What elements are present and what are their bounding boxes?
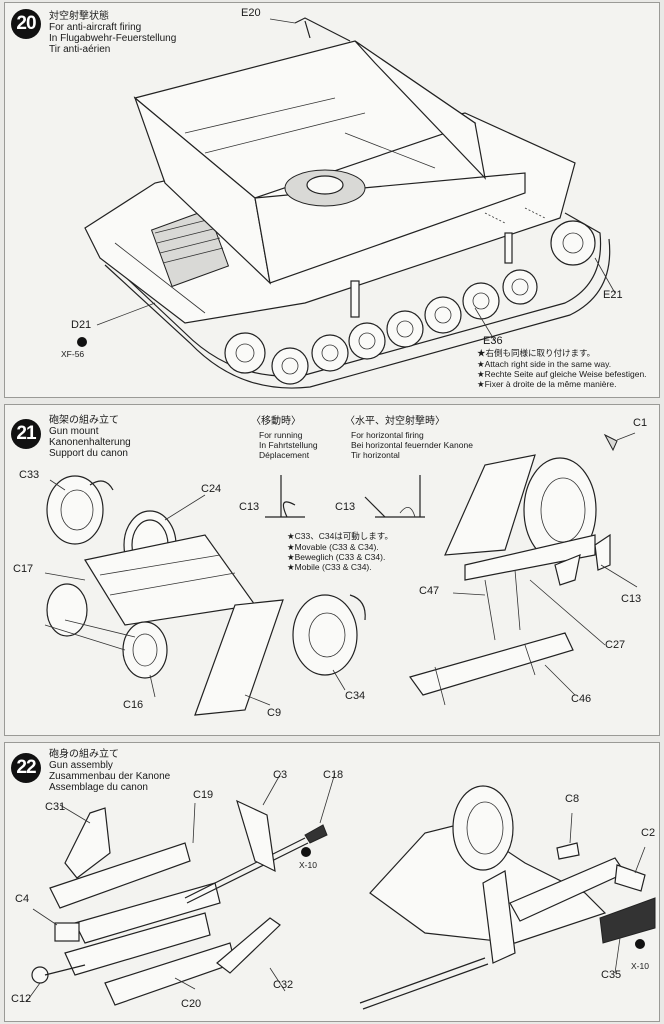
part-label-e36: E36 <box>483 335 503 347</box>
note-fr: ★Fixer à droite de la même manière. <box>477 379 617 389</box>
note-en: ★Attach right side in the same way. <box>477 359 612 369</box>
title-jp: 砲架の組み立て <box>49 415 119 426</box>
part-label-c17: C17 <box>13 563 34 575</box>
running-de: In Fahrtstellung <box>259 440 318 450</box>
part-label-c2: C2 <box>641 827 656 839</box>
paint-code-2: X-10 <box>631 961 649 971</box>
step-22-badge: 22 <box>11 753 41 783</box>
step-20-title: 対空射撃状態 For anti-aircraft firing In Fluga… <box>49 11 176 55</box>
step-20-diagram <box>84 17 616 389</box>
title-fr: Support du canon <box>49 448 128 459</box>
step-21-diagram <box>44 432 638 716</box>
part-label-c32: C32 <box>273 979 294 991</box>
part-label-c24: C24 <box>201 483 222 495</box>
step-20-panel: 20 対空射撃状態 For anti-aircraft firing In Fl… <box>4 2 660 398</box>
part-label-e21: E21 <box>603 289 623 301</box>
movable-de: ★Beweglich (C33 & C34). <box>287 552 386 562</box>
paint-dot-icon <box>635 939 645 949</box>
step-22-title: 砲身の組み立て Gun assembly Zusammenbau der Kan… <box>49 749 170 793</box>
step-21-title: 砲架の組み立て Gun mount Kanonenhalterung Suppo… <box>49 415 131 459</box>
part-label-c8: C8 <box>565 793 580 805</box>
horizontal-title-jp: 〈水平、対空射撃時〉 <box>345 416 445 427</box>
running-title-jp: 〈移動時〉 <box>251 416 301 427</box>
horizontal-en: For horizontal firing <box>351 430 424 440</box>
part-label-c13-running: C13 <box>239 501 260 513</box>
part-label-c47: C47 <box>419 585 440 597</box>
paint-dot-icon <box>301 847 311 857</box>
part-label-c27: C27 <box>605 639 626 651</box>
title-de: Kanonenhalterung <box>49 437 131 448</box>
step-22-panel: 22 砲身の組み立て Gun assembly Zusammenbau der … <box>4 742 660 1022</box>
title-en: Gun mount <box>49 426 99 437</box>
running-en: For running <box>259 430 303 440</box>
title-de: Zusammenbau der Kanone <box>49 771 171 782</box>
paint-dot-icon <box>77 337 87 347</box>
part-label-c13-horizontal: C13 <box>335 501 356 513</box>
part-label-c16: C16 <box>123 699 144 711</box>
part-label-c4: C4 <box>15 893 30 905</box>
movable-fr: ★Mobile (C33 & C34). <box>287 562 372 572</box>
title-jp: 砲身の組み立て <box>49 749 119 760</box>
part-label-c9: C9 <box>267 707 282 719</box>
part-label-c1: C1 <box>633 417 648 429</box>
title-fr: Assemblage du canon <box>49 782 148 793</box>
step-21-badge: 21 <box>11 419 41 449</box>
part-label-c13: C13 <box>621 593 642 605</box>
part-label-c20: C20 <box>181 998 202 1010</box>
title-de: In Flugabwehr-Feuerstellung <box>49 33 177 44</box>
step-22-diagram <box>26 772 656 1010</box>
part-label-c31: C31 <box>45 801 66 813</box>
horizontal-fr: Tir horizontal <box>351 450 400 460</box>
note-jp: ★右側も同様に取り付けます。 <box>477 348 596 358</box>
note-de: ★Rechte Seite auf gleiche Weise befestig… <box>477 369 647 379</box>
part-label-c33: C33 <box>19 469 40 481</box>
running-fr: Déplacement <box>259 450 310 460</box>
part-label-c46: C46 <box>571 693 592 705</box>
paint-code: XF-56 <box>61 349 85 359</box>
step-20-badge: 20 <box>11 9 41 39</box>
paint-code-1: X-10 <box>299 860 317 870</box>
title-jp: 対空射撃状態 <box>49 11 109 22</box>
part-label-e20: E20 <box>241 7 261 19</box>
part-label-c3: C3 <box>273 769 288 781</box>
movable-jp: ★C33、C34は可動します。 <box>287 531 393 541</box>
part-label-c35: C35 <box>601 969 622 981</box>
title-fr: Tir anti-aérien <box>49 44 111 55</box>
title-en: For anti-aircraft firing <box>49 22 142 33</box>
part-label-c19: C19 <box>193 789 214 801</box>
step-21-panel: 21 砲架の組み立て Gun mount Kanonenhalterung Su… <box>4 404 660 736</box>
part-label-c34: C34 <box>345 690 366 702</box>
part-label-d21: D21 <box>71 319 92 331</box>
movable-en: ★Movable (C33 & C34). <box>287 542 379 552</box>
title-en: Gun assembly <box>49 760 113 771</box>
part-label-c18: C18 <box>323 769 344 781</box>
horizontal-de: Bei horizontal feuernder Kanone <box>351 440 473 450</box>
part-label-c12: C12 <box>11 993 32 1005</box>
